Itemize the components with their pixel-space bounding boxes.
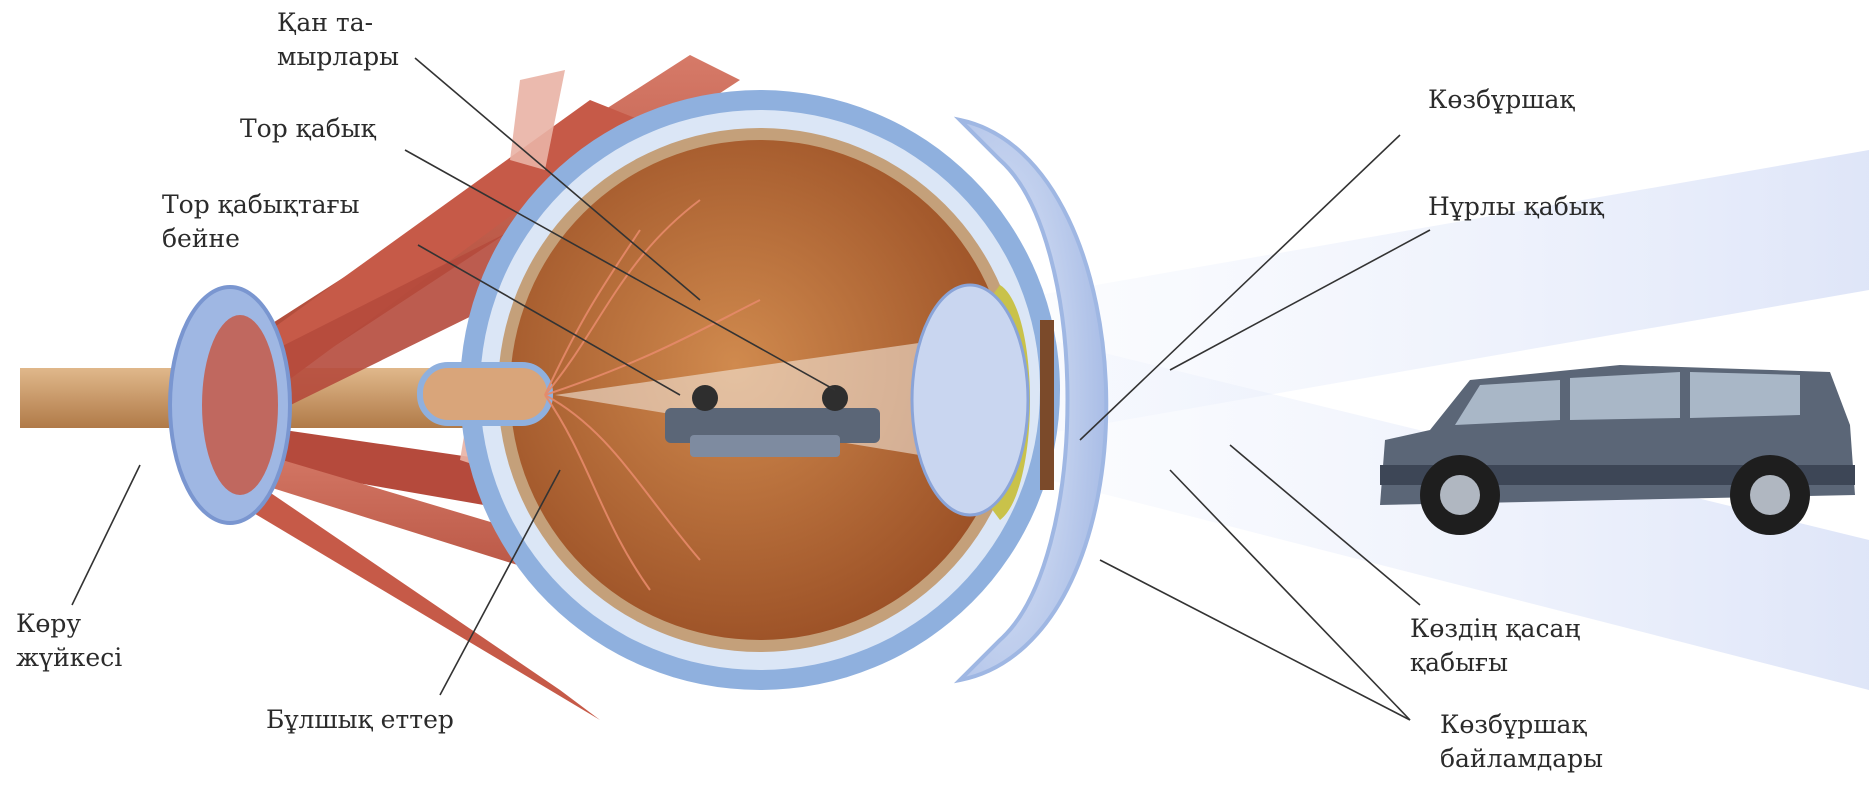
label-lens: Көзбұршақ bbox=[1428, 83, 1575, 117]
label-blood-vessels: Қан та-мырлары bbox=[277, 6, 399, 74]
label-iris: Нұрлы қабық bbox=[1428, 190, 1604, 224]
leader-ligaments-2 bbox=[1100, 560, 1410, 720]
label-muscles: Бұлшық еттер bbox=[266, 703, 454, 737]
iris bbox=[1040, 320, 1054, 490]
lens bbox=[912, 285, 1028, 515]
label-retina: Тор қабық bbox=[240, 112, 376, 146]
leader-optic-nerve bbox=[72, 465, 140, 605]
